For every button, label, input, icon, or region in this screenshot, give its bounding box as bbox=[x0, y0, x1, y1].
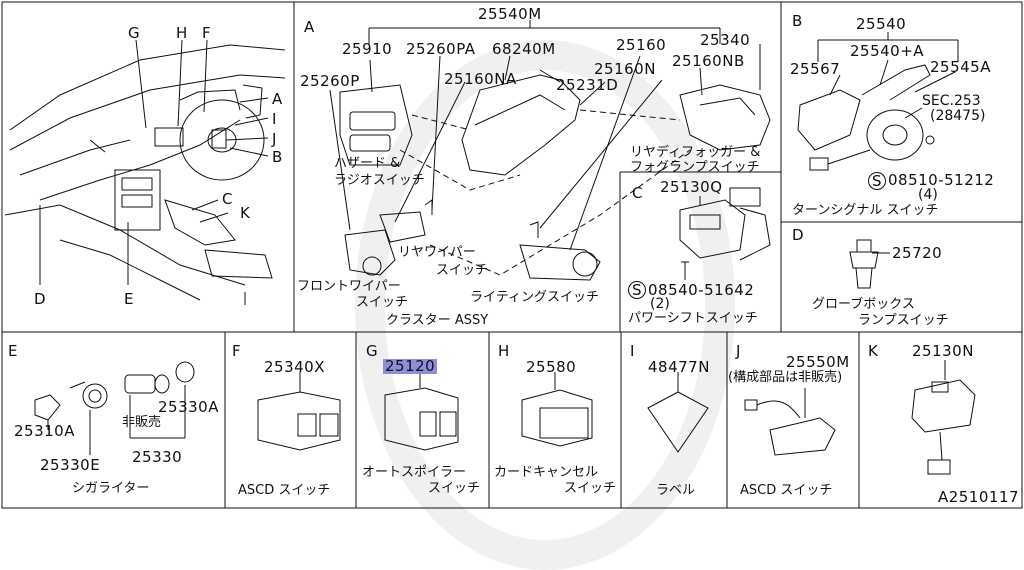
section-d-artwork bbox=[849, 239, 890, 289]
part-25310a: 25310A bbox=[14, 422, 75, 440]
part-25340: 25340 bbox=[700, 31, 751, 49]
section-ref-sub: (28475) bbox=[930, 108, 986, 124]
screw-c-number: 08540-51642 bbox=[648, 281, 755, 299]
section-c-letter: C bbox=[632, 184, 643, 202]
part-25130n: 25130N bbox=[912, 342, 974, 360]
part-25231d: 25231D bbox=[556, 76, 619, 94]
section-f-letter: F bbox=[232, 342, 242, 360]
bottom-row-artwork bbox=[257, 360, 976, 475]
label-front-wiper-2: スイッチ bbox=[356, 295, 409, 310]
section-h-letter: H bbox=[498, 342, 510, 360]
outer-frame bbox=[1, 1, 1023, 509]
label-hazard-2: ラジオスイッチ bbox=[334, 173, 425, 188]
part-25330a: 25330A bbox=[158, 398, 219, 416]
part-25160nb: 25160NB bbox=[672, 52, 745, 70]
screw-b-number: 08510-51212 bbox=[888, 171, 995, 189]
part-25540: 25540 bbox=[856, 15, 907, 33]
section-e-artwork bbox=[34, 361, 195, 455]
dashboard-sketch bbox=[4, 39, 286, 305]
part-25567: 25567 bbox=[790, 60, 841, 78]
label-cluster: クラスター ASSY bbox=[386, 313, 489, 328]
part-25545a: 25545A bbox=[930, 58, 991, 76]
callout-b: B bbox=[272, 148, 283, 166]
label-glove-2: ランプスイッチ bbox=[858, 313, 949, 328]
section-k-letter: K bbox=[868, 342, 879, 360]
callout-e: E bbox=[124, 290, 134, 308]
part-25120-highlighted[interactable]: 25120 bbox=[383, 357, 438, 375]
section-g-letter: G bbox=[366, 342, 379, 360]
section-ref: SEC.253 bbox=[922, 93, 981, 109]
part-25260pa: 25260PA bbox=[406, 40, 476, 58]
label-lighting: ライティングスイッチ bbox=[470, 290, 599, 305]
label-rear-wiper-2: スイッチ bbox=[436, 263, 489, 278]
section-j-letter: J bbox=[736, 342, 741, 360]
section-i-letter: I bbox=[630, 342, 635, 360]
callout-k: K bbox=[240, 204, 251, 222]
label-turn-signal: ターンシグナル スイッチ bbox=[792, 203, 939, 218]
screw-b-symbol: S bbox=[868, 172, 886, 190]
part-48477n: 48477N bbox=[648, 358, 710, 376]
part-25540m: 25540M bbox=[478, 5, 542, 23]
part-25160: 25160 bbox=[616, 36, 667, 54]
label-ascd-j: ASCD スイッチ bbox=[740, 483, 833, 498]
part-25160n: 25160N bbox=[594, 60, 656, 78]
callout-h: H bbox=[176, 24, 188, 42]
callout-d: D bbox=[34, 290, 47, 308]
label-rear-fog-1: リヤディフォッガー & bbox=[630, 145, 761, 160]
part-25330e: 25330E bbox=[40, 456, 101, 474]
part-68240m: 68240M bbox=[492, 40, 556, 58]
part-25910: 25910 bbox=[342, 40, 393, 58]
label-spoiler-1: オートスポイラー bbox=[362, 465, 467, 480]
part-25130q: 25130Q bbox=[660, 178, 723, 196]
label-label: ラベル bbox=[656, 483, 696, 498]
callout-c: C bbox=[222, 190, 233, 208]
label-front-wiper-1: フロントワイパー bbox=[297, 279, 401, 294]
section-e-letter: E bbox=[8, 342, 18, 360]
label-power-shift: パワーシフトスイッチ bbox=[628, 311, 758, 326]
callout-a: A bbox=[272, 90, 283, 108]
diagram-id: A2510117 bbox=[938, 488, 1020, 506]
label-card-2: スイッチ bbox=[564, 481, 617, 496]
screw-b-qty: (4) bbox=[918, 187, 938, 203]
callout-j: J bbox=[272, 130, 277, 148]
section-a-letter: A bbox=[304, 18, 315, 36]
screw-c-symbol: S bbox=[628, 281, 646, 299]
label-ascd-f: ASCD スイッチ bbox=[238, 483, 331, 498]
callout-g: G bbox=[128, 24, 141, 42]
section-a-artwork bbox=[329, 20, 771, 281]
part-25340x: 25340X bbox=[264, 358, 325, 376]
section-b-artwork bbox=[797, 32, 959, 171]
part-25720: 25720 bbox=[892, 244, 943, 262]
callout-i: I bbox=[272, 110, 277, 128]
section-c-artwork bbox=[679, 187, 771, 280]
note-components-not-sold: (構成部品は非販売) bbox=[728, 370, 843, 385]
label-hazard-1: ハザード & bbox=[334, 156, 401, 171]
label-card-1: カードキャンセル bbox=[494, 465, 599, 480]
screw-c-qty: (2) bbox=[650, 296, 670, 312]
label-rear-wiper-1: リヤワイパー bbox=[398, 245, 476, 260]
part-25540a: 25540+A bbox=[850, 42, 925, 60]
section-b-letter: B bbox=[792, 12, 803, 30]
section-d-letter: D bbox=[792, 226, 805, 244]
part-25160na: 25160NA bbox=[444, 70, 517, 88]
label-not-sold: 非販売 bbox=[122, 415, 162, 430]
diagram-artwork bbox=[1, 1, 1023, 509]
label-glove-1: グローブボックス bbox=[812, 297, 915, 312]
label-rear-fog-2: フォグランプスイッチ bbox=[630, 160, 760, 175]
part-25330: 25330 bbox=[132, 448, 183, 466]
part-25550m: 25550M bbox=[786, 353, 850, 371]
label-cigar-lighter: シガライター bbox=[72, 481, 150, 496]
part-25580: 25580 bbox=[526, 358, 577, 376]
callout-f: F bbox=[202, 24, 212, 42]
part-25260p: 25260P bbox=[300, 72, 360, 90]
label-spoiler-2: スイッチ bbox=[428, 481, 481, 496]
